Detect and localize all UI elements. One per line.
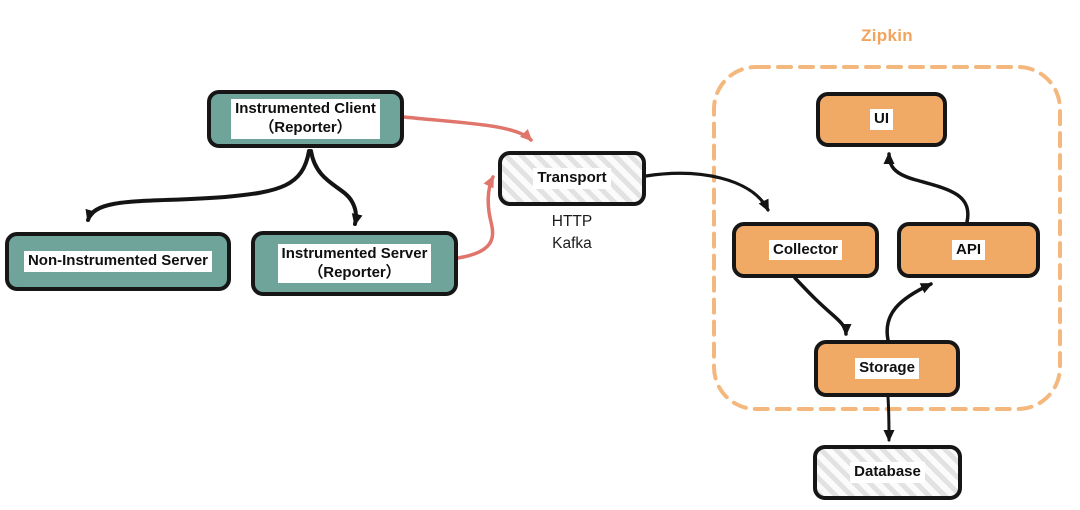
node-instrumented-server-label: Instrumented Server （Reporter） [277, 243, 432, 284]
node-instrumented-client-label: Instrumented Client （Reporter） [231, 99, 380, 139]
node-non-instrumented-server-label: Non-Instrumented Server [23, 251, 213, 272]
node-storage: Storage [814, 340, 960, 397]
node-ui-label: UI [870, 109, 893, 130]
edge-transport-to-collector [644, 171, 770, 212]
edge-instrumented-server-to-transport [456, 175, 495, 260]
node-api-label: API [951, 239, 985, 261]
node-collector-label: Collector [768, 239, 842, 261]
node-non-instrumented-server: Non-Instrumented Server [5, 232, 231, 291]
node-instrumented-client: Instrumented Client （Reporter） [207, 90, 404, 148]
edge-storage-to-api [885, 282, 933, 342]
edge-api-to-ui [883, 152, 970, 224]
edge-storage-to-database [883, 395, 895, 442]
node-transport: Transport [498, 151, 646, 206]
zipkin-boundary [712, 65, 1062, 411]
node-collector: Collector [732, 222, 879, 278]
node-ui: UI [816, 92, 947, 147]
transport-protocols-label: HTTP Kafka [551, 213, 593, 252]
node-database: Database [813, 445, 962, 500]
zipkin-container-label: Zipkin [861, 26, 913, 45]
edge-collector-to-storage [793, 276, 852, 336]
node-transport-label: Transport [533, 168, 611, 189]
edge-client-to-non-instrumented-server [85, 149, 311, 222]
node-database-label: Database [850, 462, 925, 483]
node-storage-label: Storage [855, 358, 919, 379]
node-instrumented-server: Instrumented Server （Reporter） [251, 231, 458, 296]
node-api: API [897, 222, 1040, 278]
edge-client-to-instrumented-server [309, 149, 363, 226]
edge-client-to-transport [402, 115, 533, 142]
